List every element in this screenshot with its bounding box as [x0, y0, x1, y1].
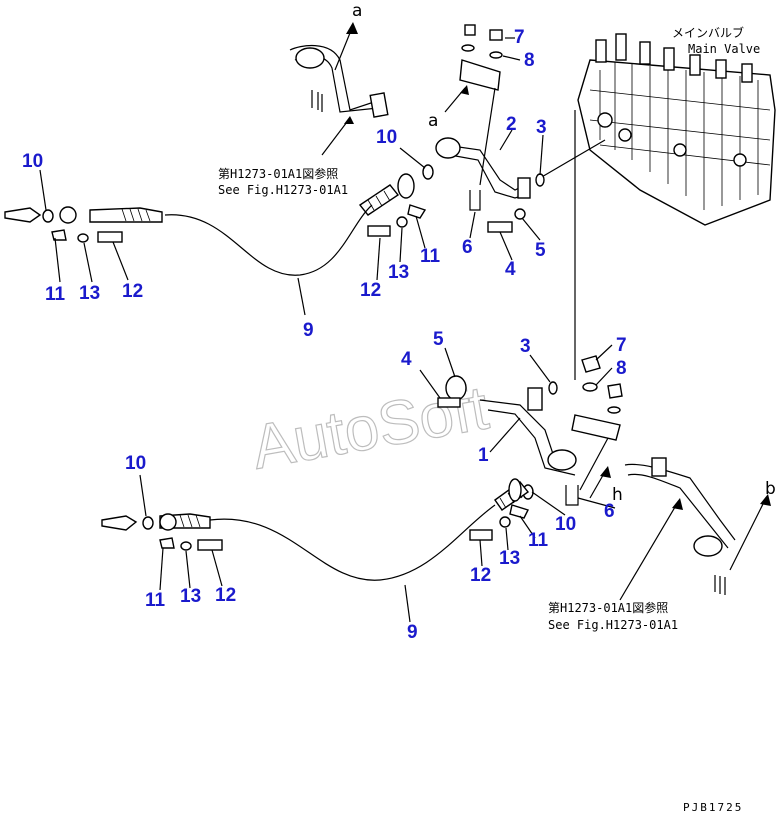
part-number: 13 — [180, 586, 201, 607]
part-number: 12 — [470, 565, 491, 586]
bottom-pipe-assembly — [437, 355, 623, 541]
part-numbers-top: 10 11 13 12 9 10 12 13 11 6 4 5 2 3 7 8 — [22, 27, 547, 341]
part-number: 12 — [122, 281, 143, 302]
part-number: 10 — [125, 453, 146, 474]
part-number: 3 — [520, 336, 531, 357]
part-number: 7 — [616, 335, 627, 356]
part-number: 11 — [45, 284, 66, 305]
part-number: 3 — [536, 117, 547, 138]
part-number: 9 — [407, 622, 418, 643]
top-hose — [4, 204, 373, 276]
part-numbers-bottom: 10 11 13 12 9 4 5 3 7 8 1 10 6 12 13 11 — [125, 329, 627, 643]
note-top-en: See Fig.H1273-01A1 — [218, 183, 348, 197]
note-top-jp: 第H1273-01A1図参照 — [218, 166, 338, 181]
ref-label-h: h — [612, 485, 623, 505]
note-bottom-jp: 第H1273-01A1図参照 — [548, 600, 668, 615]
part-number: 8 — [524, 50, 535, 71]
part-number: 10 — [22, 151, 43, 172]
part-number: 11 — [420, 246, 441, 267]
part-number: 13 — [499, 548, 520, 569]
main-valve — [539, 33, 776, 380]
main-valve-label-jp: メインバルブ — [672, 25, 744, 40]
part-number: 1 — [478, 445, 489, 466]
part-number: 5 — [535, 240, 546, 261]
bottom-hose — [101, 504, 496, 581]
part-number: 13 — [79, 283, 100, 304]
part-number: 12 — [215, 585, 236, 606]
top-pipe-assembly — [358, 24, 545, 237]
ref-pipe-b — [619, 457, 771, 601]
part-number: 6 — [462, 237, 473, 258]
part-number: 2 — [506, 114, 517, 135]
drawing-code: PJB1725 — [683, 801, 743, 814]
part-number: 11 — [528, 530, 549, 551]
ref-label-a-mid: a — [428, 111, 438, 131]
part-number: 10 — [376, 127, 397, 148]
note-bottom-en: See Fig.H1273-01A1 — [548, 618, 678, 632]
part-number: 5 — [433, 329, 444, 350]
main-valve-label-en: Main Valve — [688, 42, 760, 56]
part-number: 4 — [401, 349, 412, 370]
ref-label-a-top: a — [352, 1, 362, 21]
part-number: 7 — [514, 27, 525, 48]
part-number: 6 — [604, 501, 615, 522]
part-number: 11 — [145, 590, 166, 611]
part-number: 10 — [555, 514, 576, 535]
part-number: 13 — [388, 262, 409, 283]
part-number: 9 — [303, 320, 314, 341]
ref-pipe-a — [289, 22, 389, 156]
part-number: 4 — [505, 259, 516, 280]
ref-label-b: b — [765, 479, 776, 499]
leader-lines — [39, 37, 616, 623]
part-number: 12 — [360, 280, 381, 301]
part-number: 8 — [616, 358, 627, 379]
